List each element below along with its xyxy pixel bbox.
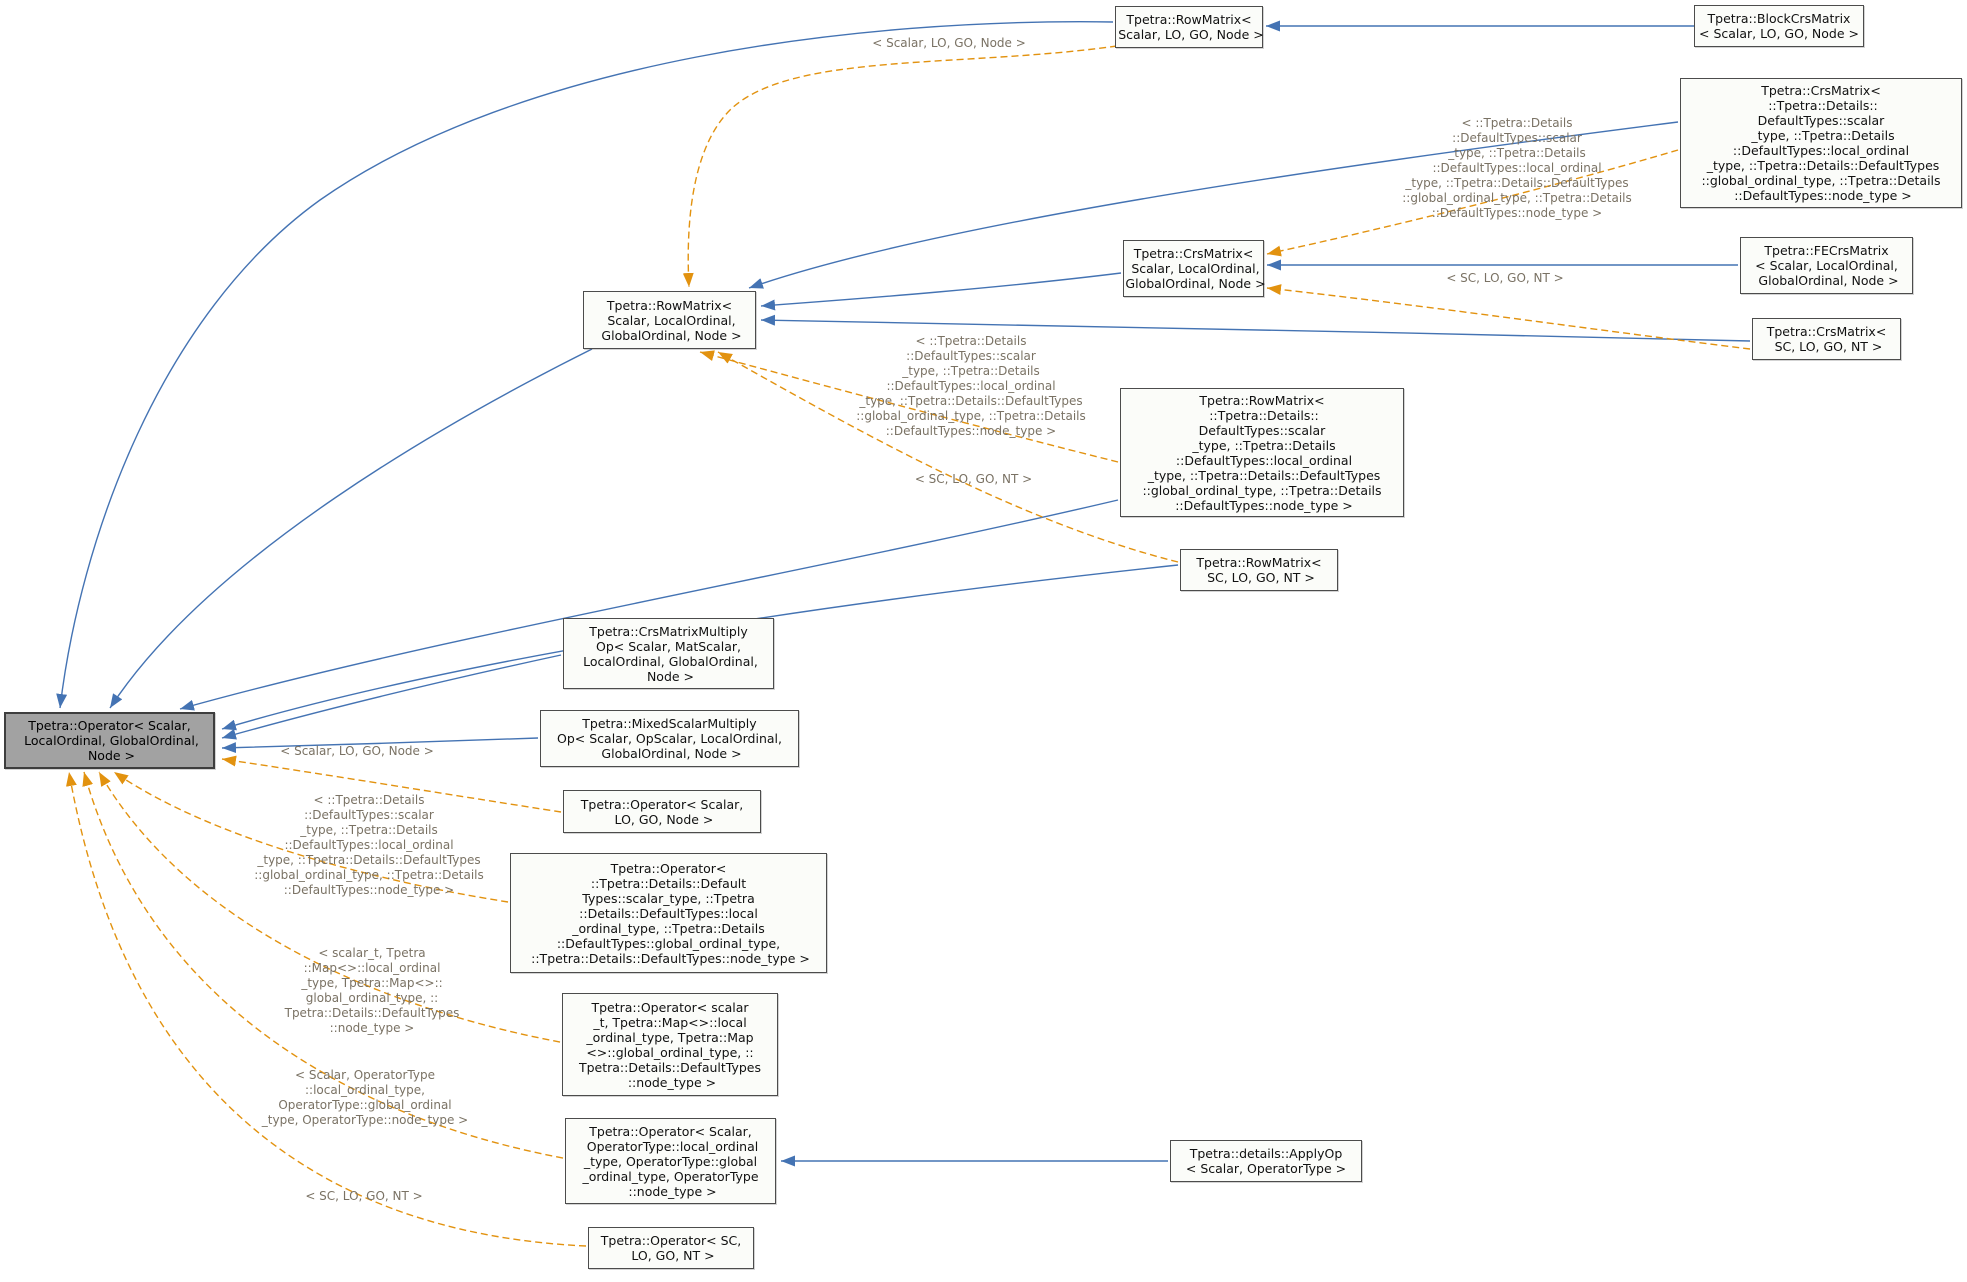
node-operator-defaulttypes[interactable]: Tpetra::Operator< ::Tpetra::Details::Def… xyxy=(510,853,827,973)
edge-inheritance-node-mixedscalarmultiplyop-to-node-operator-main xyxy=(221,737,539,754)
node-rowmatrix-defaulttypes[interactable]: Tpetra::RowMatrix< ::Tpetra::Details:: D… xyxy=(1120,388,1404,517)
node-operator-sc-lo-go-nt[interactable]: Tpetra::Operator< SC, LO, GO, NT > xyxy=(588,1227,754,1269)
edge-inheritance-node-rowmatrix-defaulttypes-to-node-operator-main xyxy=(179,499,1119,711)
node-operator-scalar-t[interactable]: Tpetra::Operator< scalar _t, Tpetra::Map… xyxy=(562,993,778,1096)
node-mixedscalarmultiplyop[interactable]: Tpetra::MixedScalarMultiply Op< Scalar, … xyxy=(540,710,799,767)
node-fecrsmatrix[interactable]: Tpetra::FECrsMatrix < Scalar, LocalOrdin… xyxy=(1740,237,1913,294)
node-rowmatrix-template[interactable]: Tpetra::RowMatrix< Scalar, LocalOrdinal,… xyxy=(583,291,756,349)
node-rowmatrix-scalar-lo-go-node[interactable]: Tpetra::RowMatrix< Scalar, LO, GO, Node … xyxy=(1115,6,1264,48)
edge-inheritance-node-crsmatrix-sc-lo-go-nt-to-node-rowmatrix-template xyxy=(760,314,1751,342)
edge-inheritance-node-crsmatrixmultiplyop-to-node-operator-main xyxy=(221,654,562,740)
edge-inheritance-node-rowmatrix-template-to-node-operator-main xyxy=(109,348,593,709)
node-operator-operatortype[interactable]: Tpetra::Operator< Scalar, OperatorType::… xyxy=(565,1118,776,1204)
node-crsmatrixmultiplyop[interactable]: Tpetra::CrsMatrixMultiply Op< Scalar, Ma… xyxy=(563,618,774,689)
node-crsmatrix-template[interactable]: Tpetra::CrsMatrix< Scalar, LocalOrdinal,… xyxy=(1123,240,1266,297)
edge-template-node-rowmatrix-defaulttypes-to-node-rowmatrix-template xyxy=(699,350,1119,463)
edge-template-node-operator-sc-lo-go-nt-to-node-operator-main xyxy=(66,771,587,1247)
node-crsmatrix-defaulttypes[interactable]: Tpetra::CrsMatrix< ::Tpetra::Details:: D… xyxy=(1680,78,1962,208)
edge-inheritance-node-rowmatrix-scalar-lo-go-node-to-node-operator-main xyxy=(56,21,1114,709)
edge-template-node-operator-operatortype-to-node-operator-main xyxy=(82,771,564,1159)
edge-inheritance-node-crsmatrix-defaulttypes-to-node-rowmatrix-template xyxy=(748,121,1679,289)
edge-inheritance-node-crsmatrix-template-to-node-rowmatrix-template xyxy=(760,272,1122,311)
edge-template-node-operator-defaulttypes-to-node-operator-main xyxy=(113,771,509,903)
edge-template-node-crsmatrix-defaulttypes-to-node-crsmatrix-template xyxy=(1266,149,1679,257)
edge-template-node-rowmatrix-sc-lo-go-nt-to-node-rowmatrix-template xyxy=(717,351,1179,563)
node-rowmatrix-sc-lo-go-nt[interactable]: Tpetra::RowMatrix< SC, LO, GO, NT > xyxy=(1180,549,1338,591)
edge-template-node-operator-scalar-t-to-node-operator-main xyxy=(98,771,561,1043)
edge-template-node-rowmatrix-scalar-lo-go-node-to-node-rowmatrix-template xyxy=(682,45,1118,288)
node-operator-main[interactable]: Tpetra::Operator< Scalar, LocalOrdinal, … xyxy=(4,712,215,769)
node-applyop[interactable]: Tpetra::details::ApplyOp < Scalar, Opera… xyxy=(1170,1140,1362,1182)
edge-template-node-operator-scalar-lo-go-node-to-node-operator-main xyxy=(221,755,562,813)
node-blockcrsmatrix[interactable]: Tpetra::BlockCrsMatrix < Scalar, LO, GO,… xyxy=(1694,5,1864,47)
node-crsmatrix-sc-lo-go-nt[interactable]: Tpetra::CrsMatrix< SC, LO, GO, NT > xyxy=(1752,318,1901,360)
node-operator-scalar-lo-go-node[interactable]: Tpetra::Operator< Scalar, LO, GO, Node > xyxy=(563,790,761,833)
edge-template-node-crsmatrix-sc-lo-go-nt-to-node-crsmatrix-template xyxy=(1266,284,1751,350)
